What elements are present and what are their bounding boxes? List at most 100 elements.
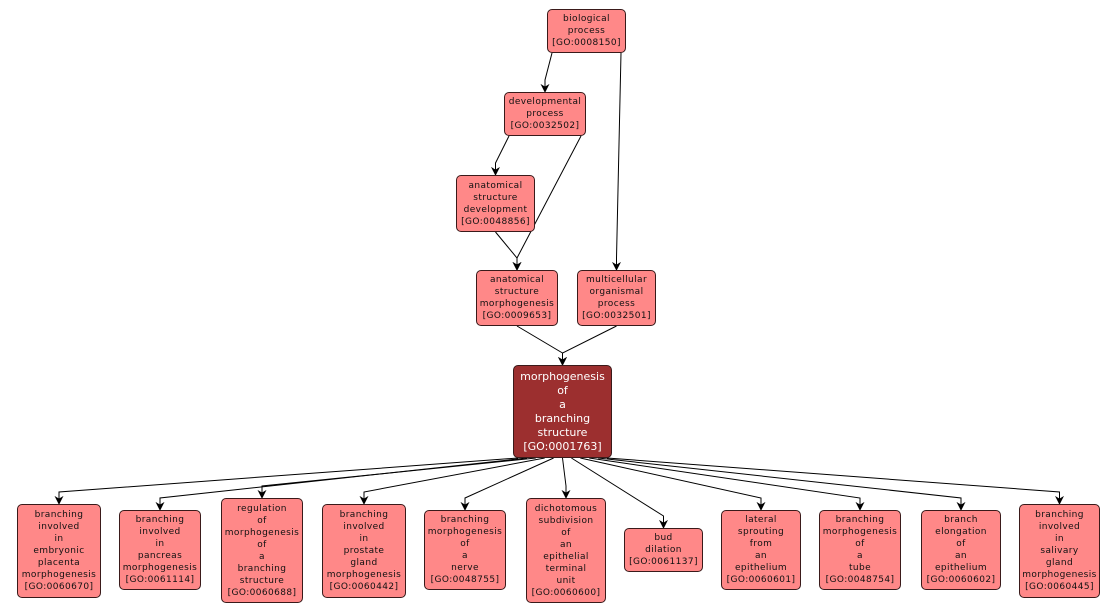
term-name-line: morphogenesis [520, 369, 605, 383]
term-name-line: involved [139, 527, 181, 537]
term-name-line: development [463, 204, 528, 215]
term-name-line: of [460, 539, 470, 549]
term-name-line: organismal [589, 287, 644, 297]
term-id-label: [GO:0009653] [482, 311, 552, 321]
term-name-line: of [956, 539, 966, 549]
term-name-line: morphogenesis [326, 570, 402, 580]
edge-arrow [561, 457, 571, 499]
term-name-line: involved [38, 522, 80, 532]
term-name-line: branching [534, 411, 591, 425]
term-name-line: in [1054, 534, 1064, 544]
term-name-line: salivary [1040, 546, 1079, 556]
edge-arrow [155, 457, 527, 511]
term-id-label: [GO:0061114] [125, 575, 195, 585]
term-name-line: elongation [935, 527, 987, 537]
term-name-line: a [559, 397, 566, 411]
term-name-line: dichotomous [534, 503, 598, 514]
term-name-line: epithelial [543, 551, 589, 562]
term-name-line: morphogenesis [224, 527, 300, 538]
term-id-label: [GO:0060688] [227, 587, 297, 598]
term-name-line: branching [237, 563, 287, 574]
edge-arrow [359, 457, 545, 505]
term-name-line: epithelium [935, 563, 987, 573]
go-term-node[interactable]: branching involved in pancreas morphogenesis… [119, 510, 201, 590]
term-name-line: of [855, 539, 865, 549]
term-id-label: [GO:0060600] [531, 587, 601, 598]
term-name-line: structure [473, 192, 518, 203]
term-name-line: lateral [745, 515, 777, 525]
term-name-line: of [257, 539, 267, 550]
term-name-line: nerve [451, 563, 479, 573]
term-name-line: regulation [237, 503, 287, 514]
term-name-line: morphogenesis [122, 563, 198, 573]
term-id-label: [GO:0060670] [24, 582, 94, 592]
edge-arrow [495, 231, 522, 271]
term-id-label: [GO:0008150] [552, 38, 621, 48]
term-id-label: [GO:0060442] [329, 582, 399, 592]
term-name-line: structure [494, 287, 540, 297]
term-name-line: of [561, 527, 571, 538]
term-id-label: [GO:0048755] [430, 575, 500, 585]
term-name-line: developmental [508, 97, 582, 107]
term-name-line: of [557, 383, 568, 397]
term-name-line: of [257, 515, 267, 526]
edge-arrow [54, 457, 519, 505]
term-name-line: branching [339, 510, 389, 520]
term-name-line: anatomical [468, 180, 523, 191]
term-name-line: gland [350, 558, 378, 568]
term-name-line: a [462, 551, 468, 561]
term-id-label: [GO:0001763] [523, 439, 602, 453]
term-name-line: structure [239, 575, 285, 586]
term-name-line: dilation [645, 545, 682, 555]
term-name-line: branching [34, 510, 84, 520]
term-name-line: embryonic [33, 546, 85, 556]
term-id-label: [GO:0061137] [629, 557, 698, 567]
term-name-line: terminal [545, 563, 587, 574]
term-name-line: prostate [343, 546, 385, 556]
term-name-line: branching [1035, 510, 1084, 520]
term-name-line: subdivision [538, 515, 594, 526]
term-name-line: pancreas [137, 551, 183, 561]
term-name-line: an [559, 539, 573, 550]
term-name-line: in [54, 534, 64, 544]
term-name-line: in [155, 539, 165, 549]
edge-arrow [558, 325, 617, 366]
term-name-line: morphogenesis [21, 570, 97, 580]
term-name-line: from [749, 539, 773, 549]
edge-arrow [612, 52, 622, 271]
term-name-line: process [597, 299, 636, 309]
term-id-label: [GO:0060601] [726, 575, 796, 585]
edge-arrow [571, 457, 668, 529]
edge-arrow [460, 457, 554, 511]
edge-arrow [491, 135, 510, 176]
term-name-line: an [754, 551, 768, 561]
term-id-label: [GO:0048754] [825, 575, 895, 585]
term-name-line: branching [135, 515, 185, 525]
term-name-line: bud [654, 533, 673, 543]
term-name-line: an [954, 551, 968, 561]
term-id-label: [GO:0048856] [461, 216, 530, 227]
term-id-label: [GO:0032501] [582, 311, 651, 321]
term-name-line: biological [563, 14, 610, 24]
edge-arrow [257, 457, 536, 499]
term-id-label: [GO:0032502] [510, 121, 580, 131]
term-name-line: anatomical [489, 275, 544, 285]
term-name-line: tube [848, 563, 872, 573]
go-term-node[interactable]: bud dilation [GO:0061137] [624, 528, 703, 572]
